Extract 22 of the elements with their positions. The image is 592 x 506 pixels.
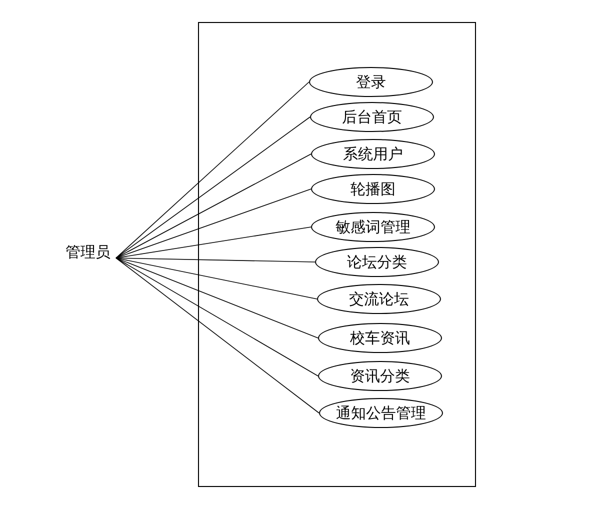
system-boundary [198, 22, 476, 487]
use-case-ellipse: 交流论坛 [317, 284, 441, 314]
association-line [116, 82, 310, 258]
use-case-ellipse: 论坛分类 [315, 247, 439, 277]
association-line [116, 226, 312, 258]
association-line [116, 258, 316, 262]
use-case-ellipse: 后台首页 [310, 102, 434, 132]
association-line [116, 188, 312, 258]
use-case-ellipse: 校车资讯 [318, 323, 442, 353]
association-line [116, 258, 318, 300]
use-case-ellipse: 资讯分类 [318, 361, 442, 391]
association-line [116, 258, 320, 414]
association-line [116, 258, 318, 376]
association-line [116, 258, 318, 338]
use-case-ellipse: 登录 [309, 67, 433, 97]
actor-label: 管理员 [65, 241, 111, 263]
association-line [116, 154, 312, 258]
use-case-ellipse: 敏感词管理 [311, 212, 435, 242]
use-case-ellipse: 系统用户 [311, 139, 435, 169]
use-case-ellipse: 轮播图 [311, 174, 435, 204]
association-line [116, 116, 310, 258]
use-case-ellipse: 通知公告管理 [319, 398, 443, 428]
